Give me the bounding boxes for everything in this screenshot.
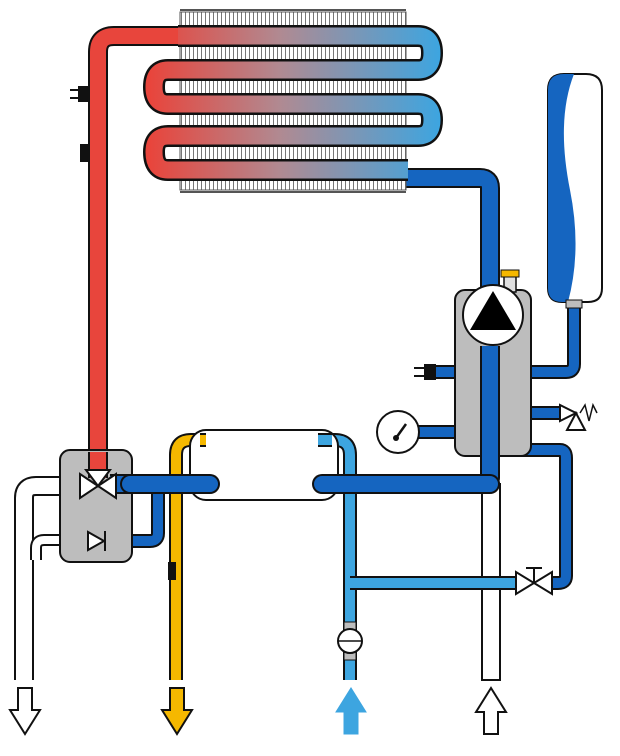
heat-exchanger <box>143 9 443 193</box>
connections <box>8 686 508 736</box>
flow-sensor <box>337 621 363 661</box>
arrow-down-filled-icon <box>160 687 194 736</box>
heating-flow-outlet-pipe <box>13 476 82 680</box>
pump-triangle-icon <box>470 291 516 330</box>
plate-heat-exchanger <box>120 429 500 501</box>
sensor-clip-icon <box>80 144 88 162</box>
relief-valve-icon <box>565 410 587 431</box>
pressure-gauge <box>376 410 420 454</box>
cold-water-in <box>335 687 367 735</box>
fill-valve <box>515 567 553 596</box>
temperature-sensor <box>70 86 436 580</box>
check-valve <box>87 530 107 552</box>
heating-flow-pipe <box>88 26 178 470</box>
sensor-plug-icon <box>70 86 88 102</box>
three-way-valve-icon <box>79 469 117 500</box>
return-sensor-plug-icon <box>414 364 436 380</box>
vessel-icon <box>548 74 576 302</box>
heating-return-in <box>474 686 508 735</box>
three-way-valve <box>59 449 134 563</box>
dhw-sensor-clip-icon <box>168 562 176 580</box>
arrow-up-filled-icon <box>335 687 367 735</box>
dhw-out <box>160 687 194 736</box>
check-valve-icon <box>87 530 107 552</box>
plate-exchanger-icon <box>189 429 339 501</box>
heating-flow-out <box>8 687 42 736</box>
expansion-vessel <box>547 73 603 309</box>
gate-valve-icon <box>515 567 553 596</box>
circulation-pump <box>462 284 524 346</box>
safety-valve <box>559 402 598 431</box>
pump-housing <box>454 269 532 478</box>
arrow-down-outline-icon <box>8 687 42 736</box>
arrow-up-outline-icon <box>474 686 508 735</box>
